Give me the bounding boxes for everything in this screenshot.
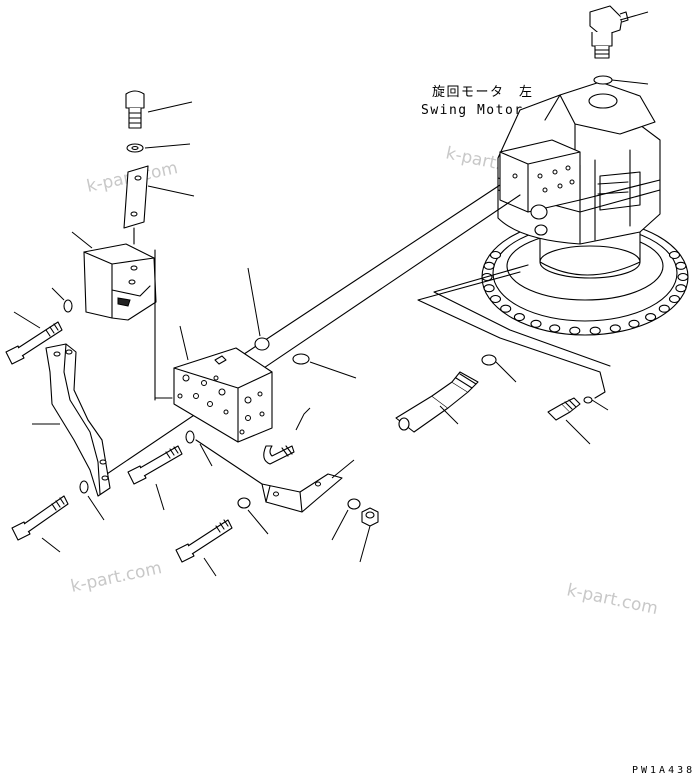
washer [185,430,195,444]
washer [126,143,144,153]
bolt [175,519,233,563]
gear-tooth [675,261,687,270]
watermark-text: k-part.com [565,580,660,619]
swing-motor-label-jp: 旋回モータ 左 [432,85,534,100]
washer [347,498,361,510]
pressure-sensor [395,371,479,433]
u-bolt [263,445,295,465]
washer [63,299,73,313]
bolt [5,321,63,365]
o-ring [254,337,270,351]
hose-lines [97,184,611,481]
washer [237,497,251,509]
swing-motor [481,81,689,336]
gear-tooth [489,250,502,260]
clamp-bracket [261,473,343,513]
o-ring [481,354,497,366]
figure-code: PW1A438 [632,765,695,776]
elbow-fitting [589,5,629,59]
gear-tooth [483,284,495,293]
plate [123,165,149,229]
leader-lines [13,11,649,577]
gear-tooth [658,304,670,313]
gear-tooth [500,304,512,313]
gear-tooth [489,294,502,304]
bracket [83,243,157,321]
nut [361,507,379,527]
bolt [127,445,183,485]
washer [79,480,89,494]
o-ring [292,353,310,365]
gear-tooth [677,272,689,282]
o-ring [593,75,613,85]
gear-tooth [589,326,601,335]
gear-tooth [513,313,525,322]
gear-tooth [628,319,640,328]
valve-block [173,347,273,443]
gear-tooth [668,250,681,260]
watermark-text: k-part.com [69,558,164,597]
o-ring [583,396,593,404]
gear-tooth [609,324,621,333]
arm-bracket [45,343,111,497]
bolt [125,90,145,129]
bolt [11,495,69,541]
nipple-fitting [547,397,581,421]
gear-tooth [645,313,657,322]
gear-tooth [569,326,581,335]
gear-tooth [530,319,542,328]
gear-tooth [668,294,681,304]
gear-tooth [549,324,561,333]
gear-tooth [483,261,495,270]
gear-tooth [675,284,687,293]
